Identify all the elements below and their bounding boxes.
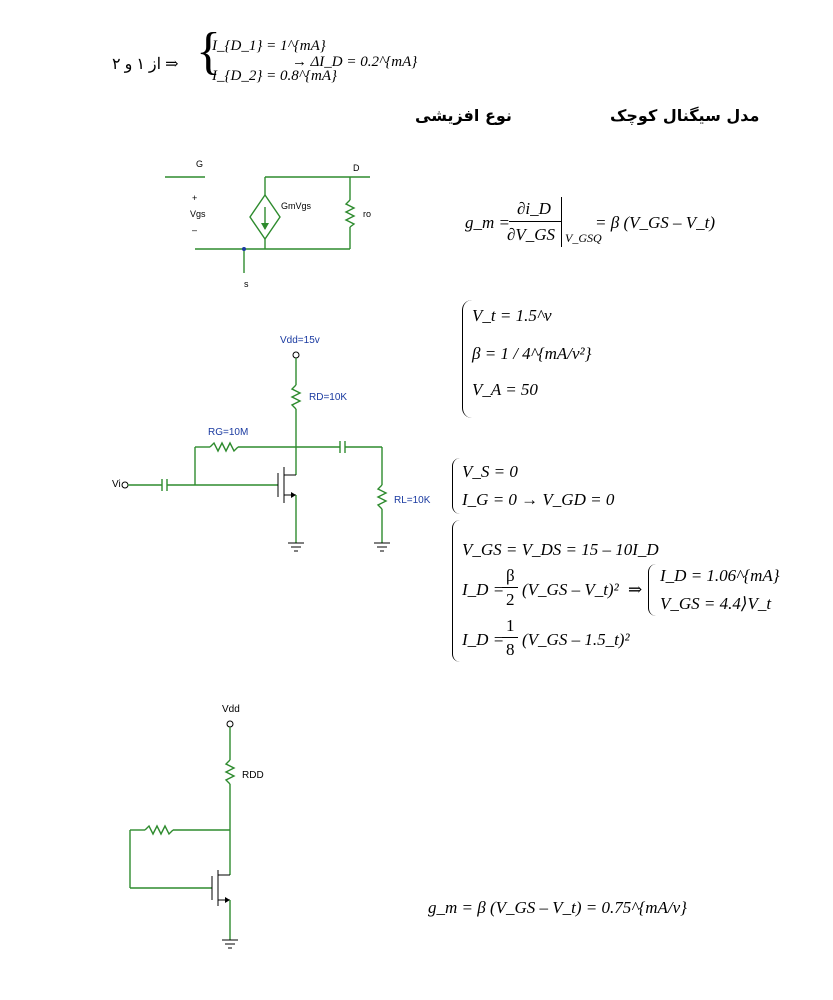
gm-den: ∂V_GS <box>507 225 556 244</box>
result-id: I_D = 1.06^{mA} <box>660 566 780 585</box>
gm-definition: g_m = ∂i_D ∂V_GS V_GSQ = β (V_GS – V_t) <box>465 195 725 255</box>
params-brace <box>462 300 473 418</box>
model-label-vgs: Vgs <box>190 209 206 219</box>
small-signal-model-svg <box>165 176 370 273</box>
model-label-d: D <box>353 163 360 173</box>
heading-small-signal: مدل سیگنال کوچک <box>610 106 760 125</box>
gm-eval: V_GSQ <box>565 231 602 245</box>
eq-vgs-vds: V_GS = V_DS = 15 – 10I_D <box>462 540 659 559</box>
top-equation-prefix: از ۱ و ۲ ⇒ <box>112 56 179 73</box>
result-vgs: V_GS = 4.4⟩V_t <box>660 594 772 613</box>
gm-eval-bar <box>561 197 562 247</box>
eq-id-l2-num: β <box>506 566 515 585</box>
gm-num: ∂i_D <box>517 199 551 218</box>
equation-set-2: V_GS = V_DS = 15 – 10I_D I_D = β 2 (V_GS… <box>452 520 782 670</box>
model-label-ro: ro <box>363 209 372 219</box>
amp-label-vdd: Vdd=15v <box>280 335 320 346</box>
amp-label-rd: RD=10K <box>309 392 348 403</box>
eq-id-l2-den: 2 <box>506 590 515 609</box>
eq-ig: I_G = 0 → V_GD = 0 <box>462 490 615 509</box>
top-equation-id2: I_{D_2} = 0.8^{mA} <box>212 68 338 84</box>
param-va: V_A = 50 <box>472 380 538 399</box>
eqset2-brace <box>452 520 461 662</box>
top-equation: از ۱ و ۲ ⇒ { I_{D_1} = 1^{mA} I_{D_2} = … <box>112 26 432 98</box>
eq-id-l2-line <box>502 587 518 588</box>
bias-svg <box>129 720 238 949</box>
heading-enhancement: نوع افزیشی <box>415 106 512 125</box>
result-brace <box>648 564 657 616</box>
amp-label-rg: RG=10M <box>208 427 249 438</box>
eq-id-l3a: I_D = <box>462 630 505 649</box>
gm-fraction-line <box>509 221 561 222</box>
equation-set-1: V_S = 0 I_G = 0 → V_GD = 0 <box>452 458 632 518</box>
bias-circuit: Vdd RDD <box>120 700 300 960</box>
param-vt: V_t = 1.5^v <box>472 306 552 325</box>
eq-implies-arrow: ⇒ <box>628 580 643 599</box>
amp-label-rl: RL=10K <box>394 495 431 506</box>
model-label-gmvgs: GmVgs <box>281 201 312 211</box>
amplifier-svg <box>121 351 390 552</box>
top-equation-brace: { <box>196 23 221 80</box>
model-label-g: G <box>196 159 204 169</box>
eq-id-l3-line <box>502 637 518 638</box>
small-signal-model-circuit: G D + Vgs – GmVgs ro s <box>160 155 390 295</box>
eq-id-l3-den: 8 <box>506 640 515 659</box>
top-equation-delta: → ΔI_D = 0.2^{mA} <box>292 54 418 70</box>
amplifier-circuit: Vdd=15v RD=10K RG=10M Vi RL=10K <box>110 335 450 565</box>
top-equation-id1: I_{D_1} = 1^{mA} <box>212 38 326 54</box>
eq-id-l2b: (V_GS – V_t)² <box>522 580 619 599</box>
gm-final: g_m = β (V_GS – V_t) = 0.75^{mA/v} <box>428 898 687 917</box>
model-label-minus: – <box>192 225 198 235</box>
gm-rhs: = β (V_GS – V_t) <box>595 213 716 232</box>
bias-label-vdd: Vdd <box>222 704 240 715</box>
amp-label-vi: Vi <box>112 479 121 490</box>
gm-lhs: g_m = <box>465 213 510 232</box>
eqset1-brace <box>452 458 461 514</box>
eq-vs: V_S = 0 <box>462 462 518 481</box>
model-label-plus: + <box>192 193 198 203</box>
model-label-s: s <box>244 279 249 289</box>
parameters: V_t = 1.5^v β = 1 / 4^{mA/v²} V_A = 50 <box>462 300 612 420</box>
bias-label-rdd: RDD <box>242 770 264 781</box>
eq-id-l2a: I_D = <box>462 580 505 599</box>
param-beta: β = 1 / 4^{mA/v²} <box>472 344 592 363</box>
eq-id-l3b: (V_GS – 1.5_t)² <box>522 630 630 649</box>
eq-id-l3-num: 1 <box>506 616 515 635</box>
